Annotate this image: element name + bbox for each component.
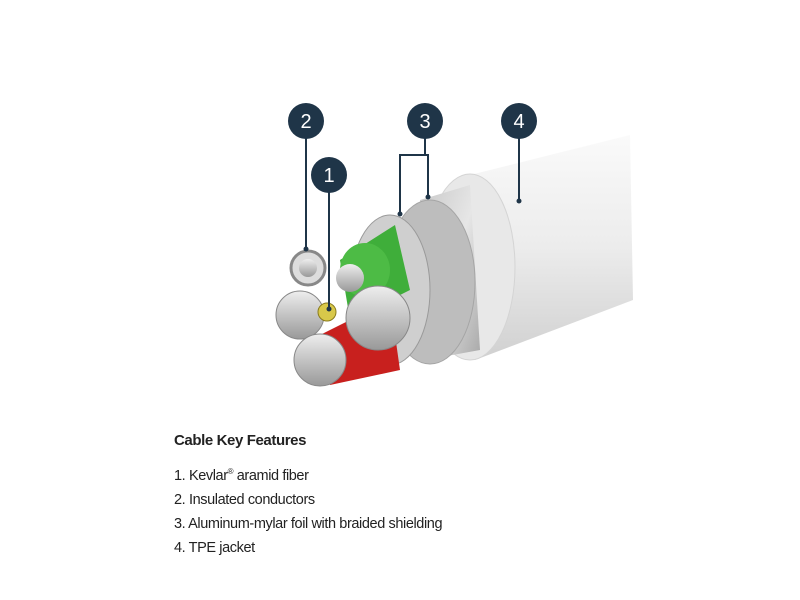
item-number: 3. bbox=[174, 515, 186, 532]
feature-item: 2. Insulated conductors bbox=[174, 488, 442, 512]
feature-item: 4. TPE jacket bbox=[174, 536, 442, 560]
item-text-rest: aramid fiber bbox=[233, 467, 309, 484]
feature-item: 3. Aluminum-mylar foil with braided shie… bbox=[174, 512, 443, 536]
badge-1: 1 bbox=[311, 157, 347, 193]
item-text: Kevlar bbox=[188, 467, 228, 484]
badge-4: 4 bbox=[501, 103, 537, 139]
svg-text:4: 4 bbox=[513, 111, 524, 133]
features-list: Cable Key Features 1. Kevlar® aramid fib… bbox=[174, 432, 443, 560]
insulated-conductors bbox=[275, 225, 411, 387]
svg-text:3: 3 bbox=[419, 111, 430, 133]
svg-text:1: 1 bbox=[323, 165, 334, 187]
item-number: 4. bbox=[174, 539, 186, 556]
registered-mark: ® bbox=[227, 467, 234, 476]
callout-lines bbox=[305, 138, 520, 308]
item-number: 1. bbox=[174, 467, 186, 484]
features-title: Cable Key Features bbox=[174, 432, 307, 449]
item-text: TPE jacket bbox=[188, 539, 256, 556]
callout-dots bbox=[303, 194, 522, 312]
feature-item: 1. Kevlar® aramid fiber bbox=[174, 460, 442, 488]
svg-text:2: 2 bbox=[300, 111, 311, 133]
badge-3: 3 bbox=[407, 103, 443, 139]
item-number: 2. bbox=[174, 491, 186, 508]
item-text: Insulated conductors bbox=[188, 491, 315, 508]
item-text: Aluminum-mylar foil with braided shieldi… bbox=[188, 515, 443, 532]
badge-2: 2 bbox=[288, 103, 324, 139]
